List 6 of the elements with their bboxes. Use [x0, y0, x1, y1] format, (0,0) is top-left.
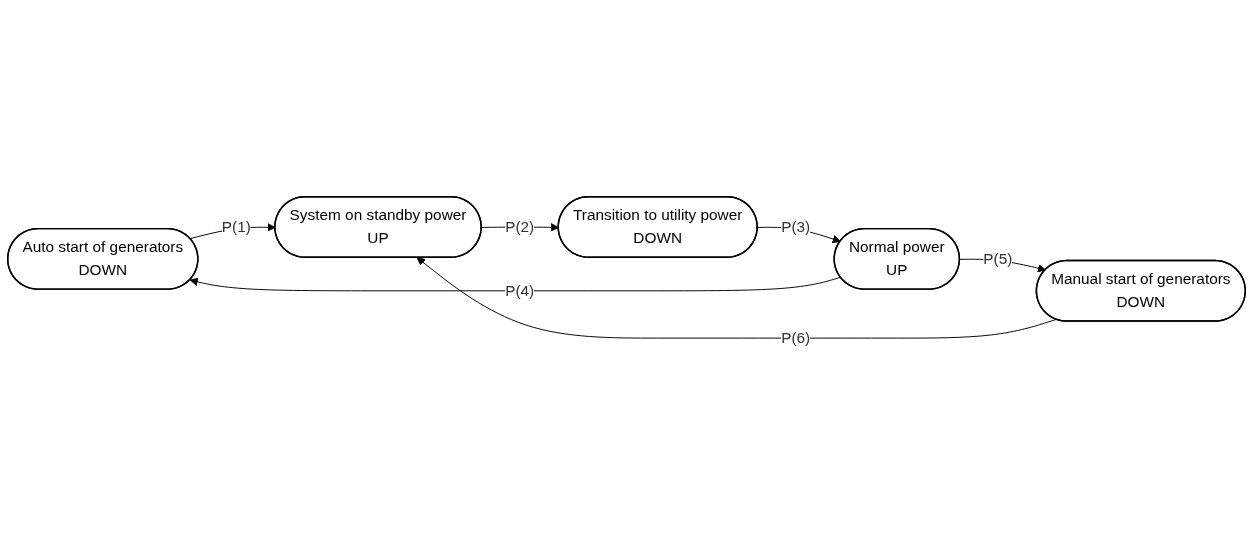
edge-label: P(4)	[505, 282, 535, 299]
edge-label: P(3)	[781, 218, 811, 235]
edge-label: P(6)	[781, 329, 811, 346]
edge-label: P(5)	[983, 250, 1013, 267]
edge-label: P(2)	[505, 218, 535, 235]
edge-label: P(1)	[221, 218, 251, 235]
